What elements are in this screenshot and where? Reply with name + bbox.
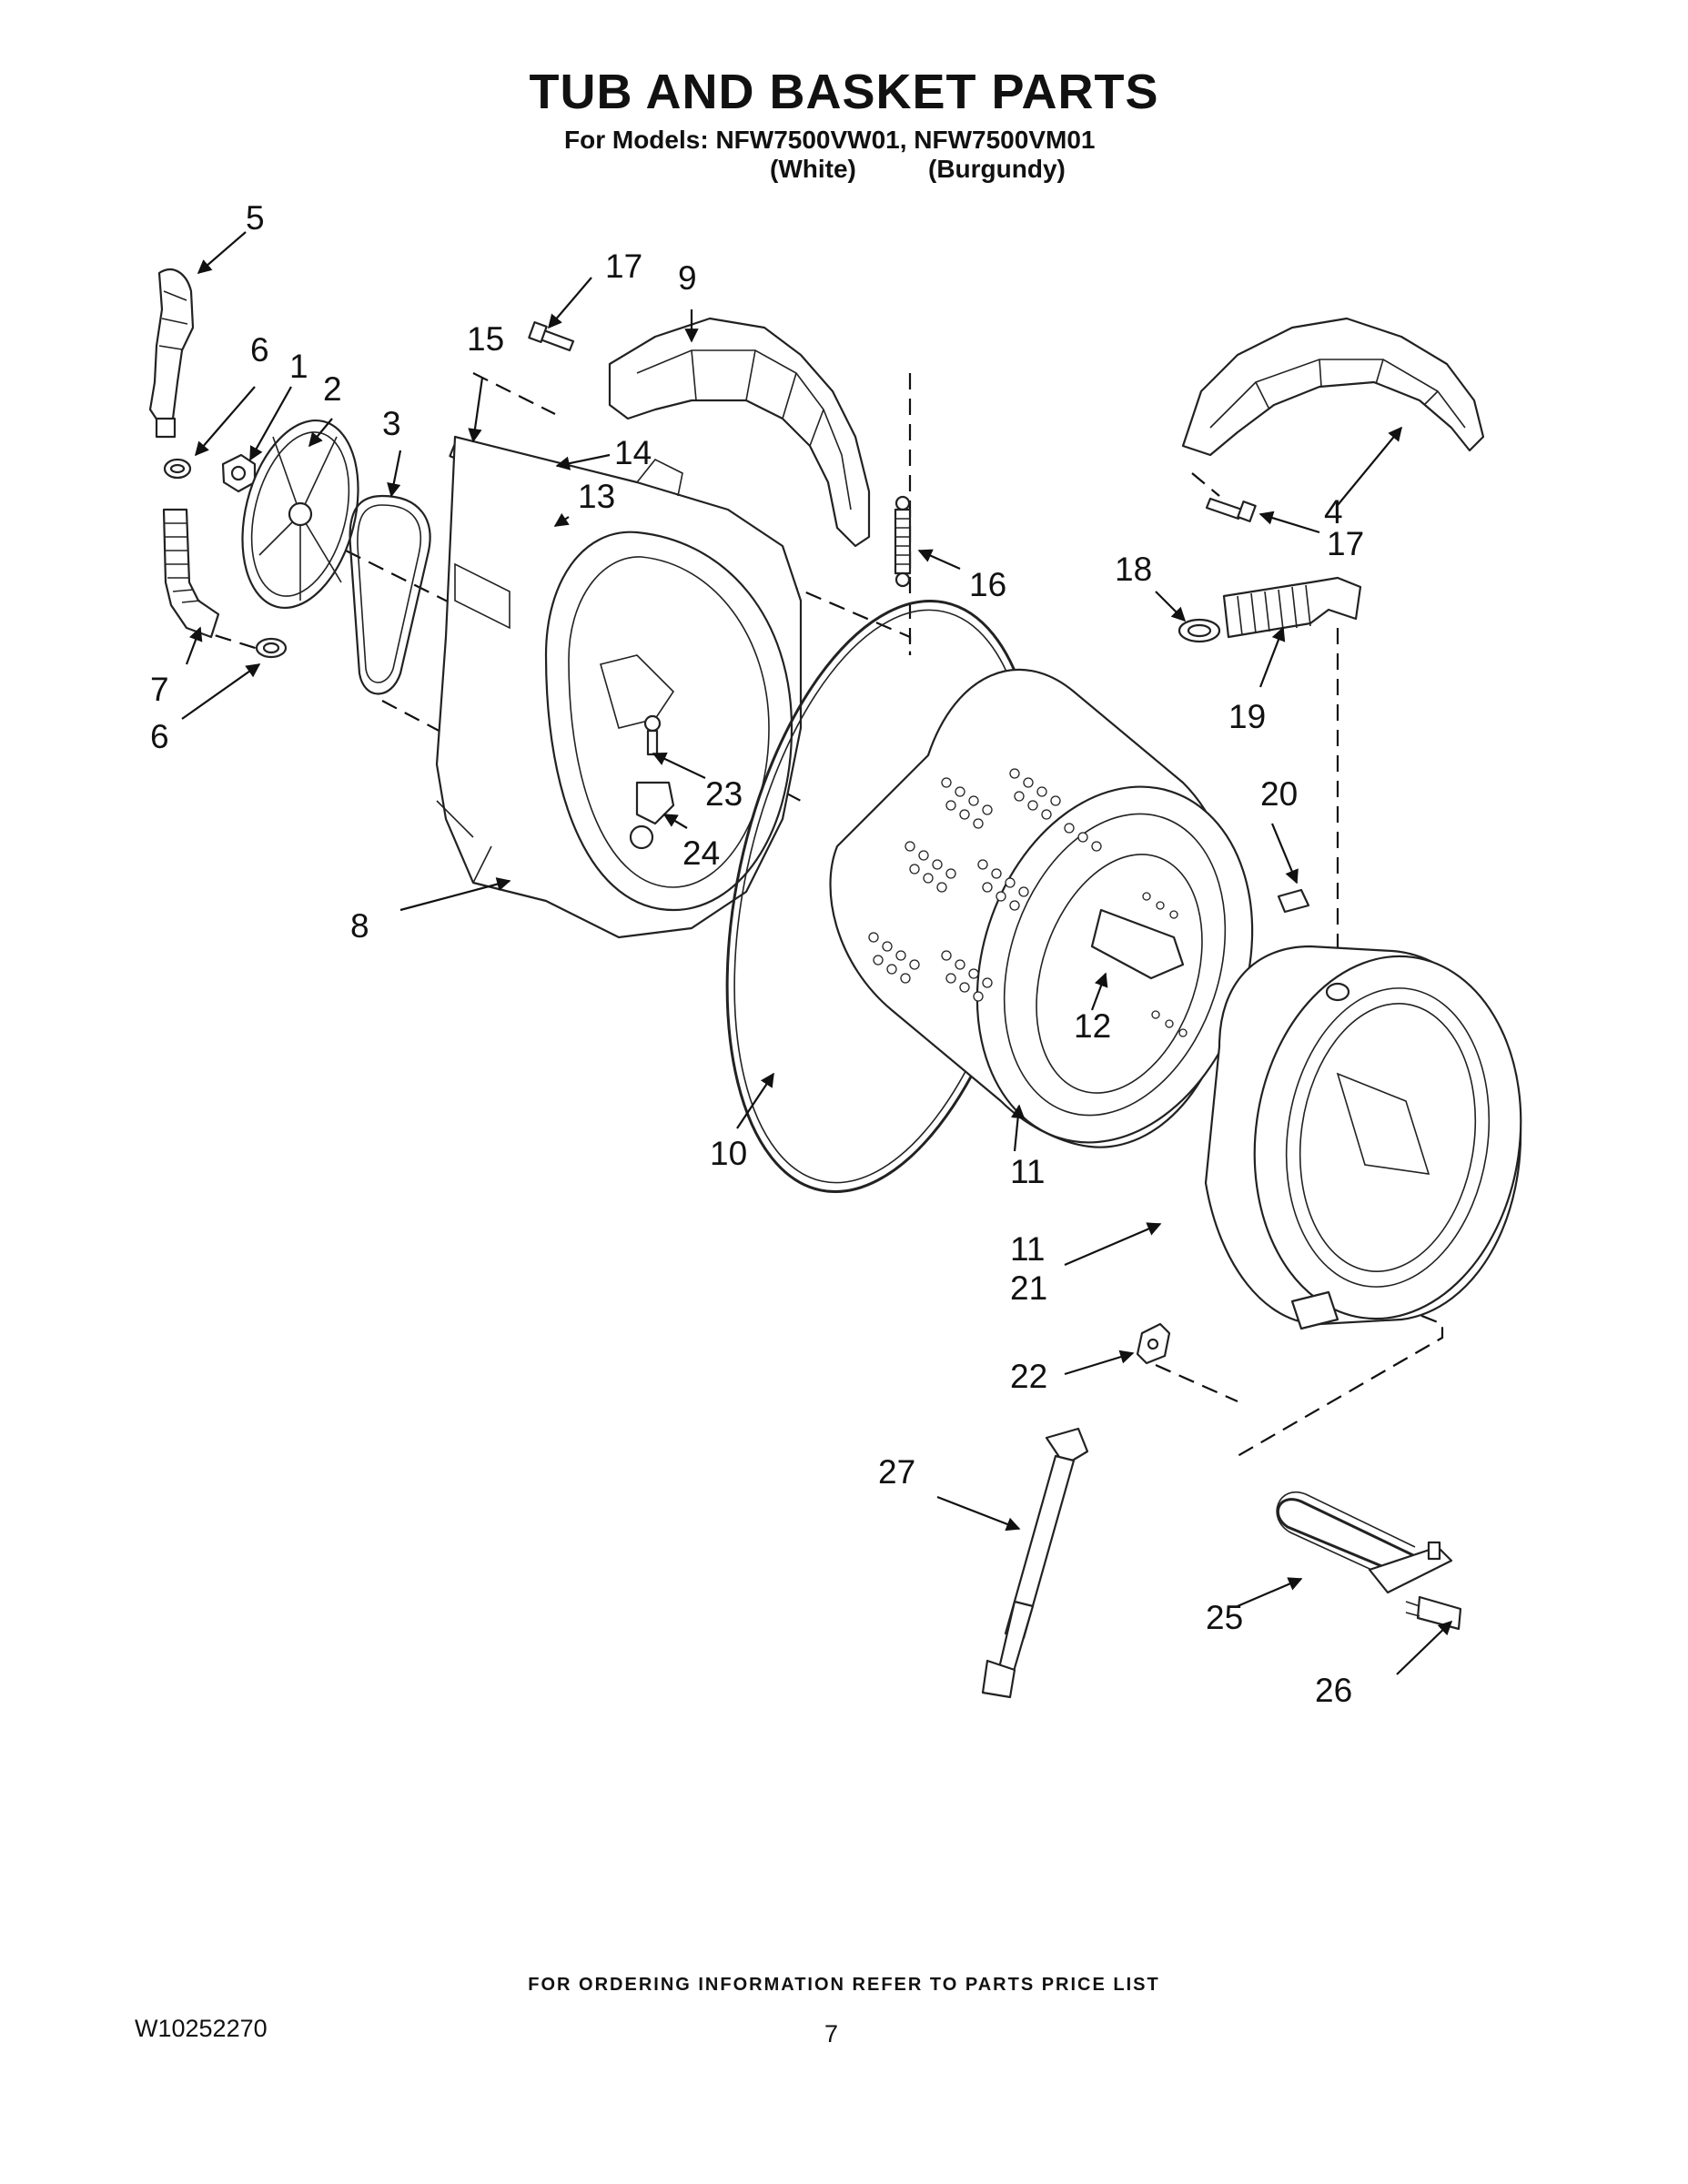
callout-12: 12 bbox=[1074, 1007, 1111, 1045]
shock-absorber-part-27 bbox=[981, 1427, 1089, 1699]
heater-part-25 bbox=[1276, 1491, 1453, 1594]
callout-18: 18 bbox=[1115, 551, 1152, 588]
drain-hose-part-5 bbox=[148, 268, 195, 439]
callout-20: 20 bbox=[1260, 775, 1298, 813]
callout-2: 2 bbox=[323, 370, 342, 408]
screw-part-17-upper bbox=[528, 321, 575, 352]
sensor-part-24 bbox=[629, 781, 675, 850]
callout-21: 21 bbox=[1010, 1269, 1047, 1307]
callout-5: 5 bbox=[246, 199, 265, 237]
sensor-part-26 bbox=[1405, 1595, 1462, 1631]
callout-19: 19 bbox=[1228, 698, 1266, 735]
callout-6-upper: 6 bbox=[250, 331, 269, 369]
callout-24: 24 bbox=[682, 834, 720, 872]
basket-part-11 bbox=[829, 668, 1254, 1148]
belt-part-3 bbox=[349, 494, 431, 695]
callout-7: 7 bbox=[150, 671, 169, 708]
bellows-hose-part-19 bbox=[1222, 576, 1362, 639]
callout-1: 1 bbox=[289, 348, 308, 385]
callout-10: 10 bbox=[710, 1135, 747, 1172]
clip-part-20 bbox=[1277, 888, 1310, 914]
leader-arrows bbox=[181, 231, 1453, 1675]
screw-part-17-lower bbox=[1205, 497, 1257, 522]
callout-3: 3 bbox=[382, 405, 401, 442]
color-burgundy-label: (Burgundy) bbox=[928, 155, 1066, 183]
callout-16: 16 bbox=[969, 566, 1006, 603]
callout-15: 15 bbox=[467, 320, 504, 358]
counterweight-part-4 bbox=[1181, 317, 1485, 457]
bolt-part-23 bbox=[643, 714, 662, 756]
document-number: W10252270 bbox=[135, 2015, 268, 2042]
callout-6-lower: 6 bbox=[150, 718, 169, 755]
clamp-part-18 bbox=[1178, 618, 1221, 643]
callout-13: 13 bbox=[578, 478, 615, 515]
callout-14: 14 bbox=[614, 434, 652, 471]
callout-8: 8 bbox=[350, 907, 369, 945]
callout-26: 26 bbox=[1315, 1672, 1352, 1709]
ordering-note: FOR ORDERING INFORMATION REFER TO PARTS … bbox=[528, 1975, 1160, 1995]
callout-4: 4 bbox=[1324, 493, 1343, 531]
callout-9: 9 bbox=[678, 259, 697, 297]
callout-25: 25 bbox=[1206, 1599, 1243, 1636]
color-white-label: (White) bbox=[770, 155, 856, 183]
models-line: For Models: NFW7500VW01, NFW7500VM01 bbox=[564, 126, 1096, 154]
callout-17-upper: 17 bbox=[605, 248, 642, 285]
callout-11: 11 bbox=[1010, 1153, 1045, 1190]
callout-17-lower: 17 bbox=[1327, 525, 1364, 562]
nut-part-1 bbox=[221, 453, 257, 493]
counterweight-part-9 bbox=[608, 317, 871, 548]
callout-22: 22 bbox=[1010, 1358, 1047, 1395]
hose-part-7 bbox=[162, 508, 220, 639]
callout-labels: 5 6 1 2 3 7 6 8 17 9 15 14 13 16 4 17 18… bbox=[150, 199, 1364, 1709]
gasket-part-22 bbox=[1136, 1322, 1171, 1365]
callout-11-21-line: 11 bbox=[1010, 1230, 1045, 1268]
callout-27: 27 bbox=[878, 1453, 915, 1491]
pulley-part-2 bbox=[241, 419, 359, 610]
clamp-part-6-lower bbox=[255, 637, 288, 659]
callout-23: 23 bbox=[705, 775, 743, 813]
page-number: 7 bbox=[824, 2020, 839, 2048]
perforation-holes bbox=[868, 768, 1188, 1037]
clamp-part-6-upper bbox=[163, 458, 192, 480]
page-title: TUB AND BASKET PARTS bbox=[529, 65, 1159, 119]
front-tub-part-21 bbox=[1204, 945, 1522, 1330]
rear-tub-part-8 bbox=[435, 435, 803, 939]
spring-part-16 bbox=[894, 495, 912, 588]
